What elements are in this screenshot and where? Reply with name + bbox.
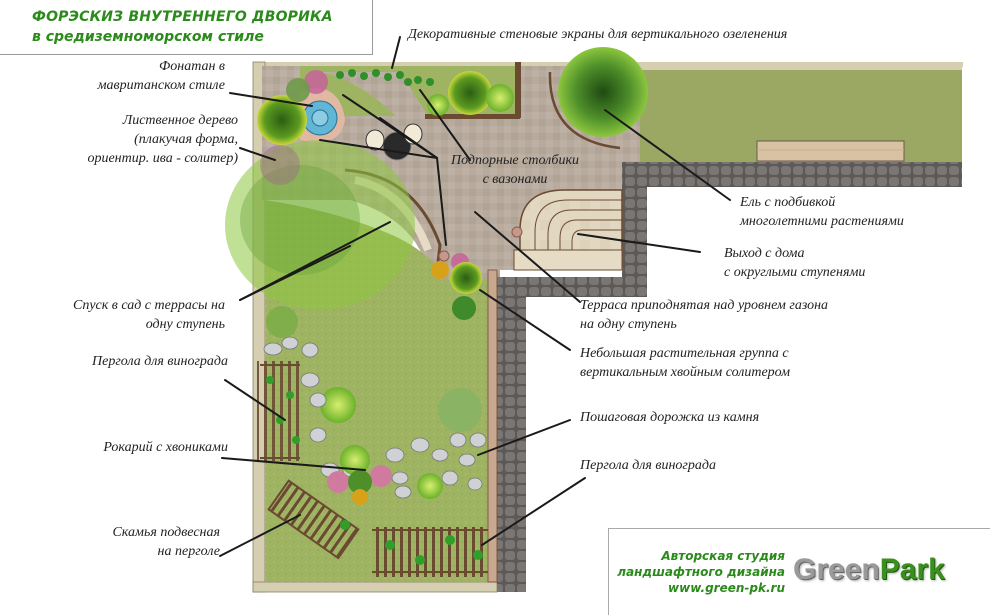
label-exit: Выход с дома с округлыми ступенями	[724, 246, 866, 280]
label-bench: Скамья подвесная на перголе	[112, 525, 220, 559]
label-wall-screens: Декоративные стеновые экраны для вертика…	[408, 27, 788, 42]
label-descent: Спуск в сад с террасы на одну ступень	[72, 298, 225, 332]
studio-line-1: Авторская студия	[661, 549, 785, 563]
label-pergola-left: Пергола для винограда	[92, 354, 228, 369]
brand-green-word: Green	[793, 553, 880, 586]
label-pillars: Подпорные столбики с вазонами	[451, 153, 579, 187]
label-pergola-right: Пергола для винограда	[580, 458, 716, 473]
studio-info: Авторская студия ландшафтного дизайна ww…	[609, 548, 785, 596]
label-terrace: Терраса приподнятая над уровнем газона н…	[580, 298, 829, 332]
title-line-2: в средиземноморском стиле	[32, 29, 264, 45]
label-tree: Лиственное дерево (плакучая форма, ориен…	[87, 113, 238, 166]
label-stepping-path: Пошаговая дорожка из камня	[580, 410, 760, 425]
studio-logo-box: Авторская студия ландшафтного дизайна ww…	[608, 528, 990, 615]
brand-logo: GreenPark	[793, 553, 945, 587]
label-rockery: Рокарий с хвониками	[103, 440, 228, 455]
label-fountain: Фонатан в мавританском стиле	[97, 59, 225, 93]
label-plant-group: Небольшая растительная группа с вертикал…	[580, 346, 791, 380]
studio-website: www.green-pk.ru	[668, 581, 785, 595]
studio-line-2: ландшафтного дизайна	[617, 565, 785, 579]
title-line-1: ФОРЭСКИЗ ВНУТРЕННЕГО ДВОРИКА	[32, 9, 333, 25]
label-spruce: Ель с подбивкой многолетними растениями	[740, 195, 904, 229]
title-box: ФОРЭСКИЗ ВНУТРЕННЕГО ДВОРИКА в средиземн…	[0, 0, 373, 55]
brand-park-word: Park	[879, 553, 945, 586]
